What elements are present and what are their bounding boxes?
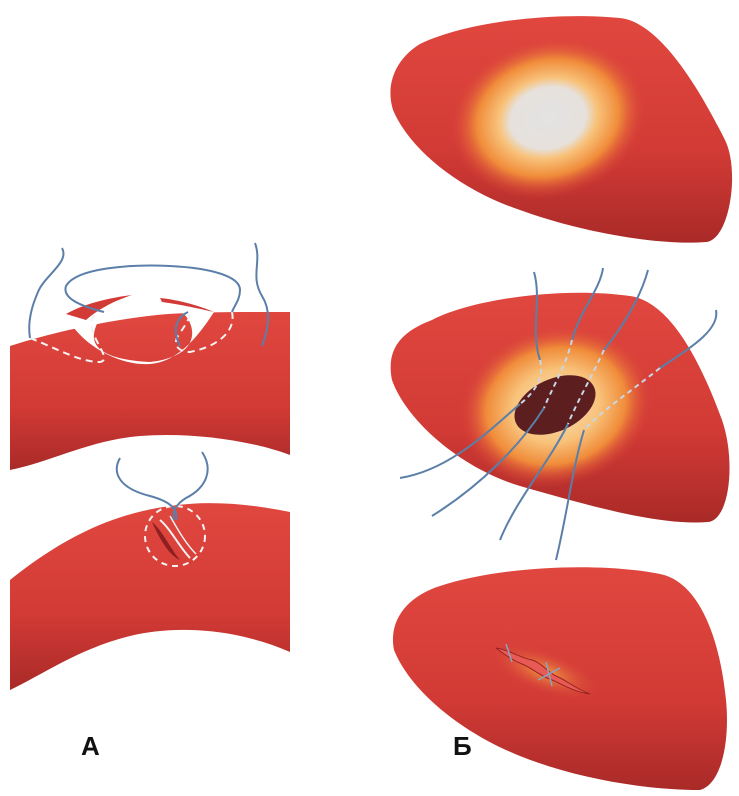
tissue-open-wound [10, 295, 290, 470]
panel-label-a: А [81, 733, 100, 759]
tissue-healed-scar [393, 567, 727, 790]
tissue-closed-wound [10, 503, 290, 690]
panel-b [390, 15, 732, 790]
panel-label-b: Б [453, 733, 472, 759]
tissue-sutured-wound [391, 293, 730, 523]
suture-thread [29, 248, 63, 338]
tissue-inflamed-wound [390, 15, 732, 243]
panel-a [10, 243, 290, 690]
